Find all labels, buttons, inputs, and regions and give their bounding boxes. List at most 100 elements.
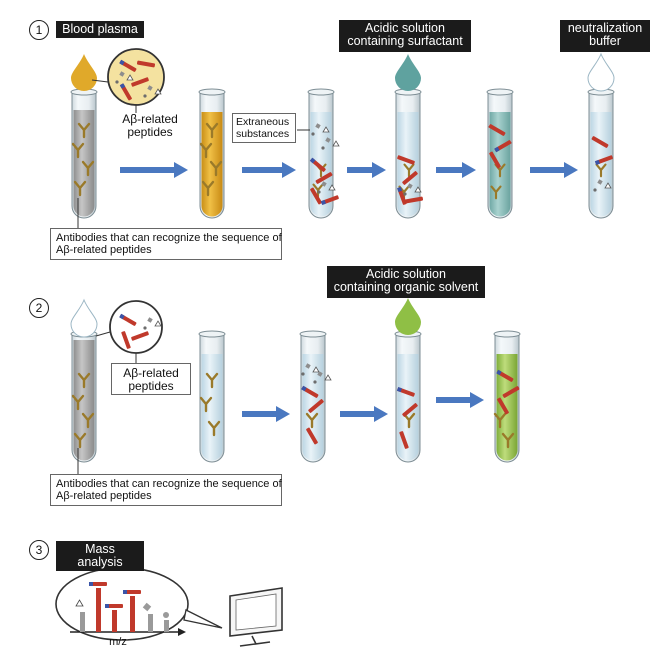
zoom-circle — [109, 300, 163, 354]
step1-title: Blood plasma — [56, 21, 144, 38]
process-arrow — [242, 162, 296, 178]
antibody — [73, 180, 87, 197]
spectrum-peak — [164, 620, 169, 632]
peptide — [399, 431, 409, 449]
arrow-shaft — [436, 167, 464, 173]
antibody — [71, 142, 85, 159]
antibody — [305, 412, 319, 429]
zoom-leader-2 — [95, 331, 111, 337]
process-arrow — [436, 162, 476, 178]
peptide-rod — [321, 195, 339, 205]
debris-square — [119, 71, 125, 77]
debris-triangle — [328, 184, 336, 191]
tubes-layer — [70, 88, 615, 463]
row1-tube-6 — [587, 88, 615, 219]
antibody-shape — [201, 180, 215, 197]
process-arrow — [242, 406, 290, 422]
antibody-shape — [209, 160, 223, 177]
debris-square — [597, 179, 603, 185]
plasma-drop — [71, 54, 97, 91]
peptide — [131, 331, 149, 341]
peptide — [488, 124, 506, 136]
peptide-rod — [308, 399, 324, 413]
monitor-stand — [239, 635, 271, 647]
tube-rim — [486, 88, 514, 96]
peptide-rod — [402, 403, 418, 417]
antibody — [403, 163, 415, 178]
antibody-shape — [595, 163, 607, 178]
spectrum-debris — [142, 602, 152, 612]
peptide — [397, 155, 415, 165]
peptide — [404, 196, 424, 204]
peptide — [309, 157, 326, 172]
arrow-head — [564, 162, 578, 178]
spectrum-peak — [130, 596, 135, 632]
peptide-rod — [397, 187, 407, 205]
arrow-head — [470, 392, 484, 408]
peptide — [89, 582, 107, 586]
peptide — [502, 386, 520, 398]
arrow-head — [374, 406, 388, 422]
peptide — [402, 171, 418, 185]
antibody-shape — [73, 432, 87, 449]
acidic-organic-solvent-label: Acidic solution containing organic solve… — [327, 266, 485, 298]
arrow-shaft — [340, 411, 376, 417]
peptide — [310, 187, 322, 205]
peptide-rod — [136, 60, 156, 68]
buffer-drop-2 — [70, 298, 98, 338]
spectrum-peak — [96, 588, 101, 632]
arrow-shaft — [120, 167, 176, 173]
antibody-shape — [199, 396, 213, 413]
step3-title: Mass analysis — [56, 541, 144, 571]
antibody — [501, 432, 515, 449]
peptide-rod — [402, 171, 418, 185]
arrow-shaft — [436, 397, 472, 403]
antibody — [199, 396, 213, 413]
peptide-tag — [105, 604, 109, 608]
bubble-tail — [183, 609, 223, 629]
arrow-shaft — [242, 167, 284, 173]
debris-triangle — [332, 140, 340, 147]
spectrum-peak — [148, 614, 153, 632]
zoom-leader — [91, 79, 109, 83]
debris-square — [315, 123, 321, 129]
mass-spectrum — [55, 567, 283, 647]
peptide — [301, 385, 319, 398]
antibody — [205, 122, 219, 139]
arrow-head — [372, 162, 386, 178]
antibody — [81, 412, 95, 429]
antibody-shape — [403, 163, 415, 178]
process-arrow — [347, 162, 386, 178]
debris-dot — [311, 132, 315, 136]
step1-peptides-label: Aβ-related peptides — [122, 112, 178, 139]
mz-axis-label: m/z — [109, 636, 127, 648]
peptide-tag — [594, 159, 600, 165]
peptide-rod — [399, 431, 409, 449]
tube-rim — [299, 330, 327, 338]
debris-dot — [593, 188, 597, 192]
antibody-shape — [493, 412, 507, 429]
antibody-shape — [199, 142, 213, 159]
row1-tube-1 — [70, 88, 98, 219]
peptide-tag — [494, 146, 500, 153]
step3-number: 3 — [29, 540, 49, 560]
peptide-tag — [119, 59, 125, 66]
debris-dot — [143, 326, 147, 330]
antibody — [490, 185, 502, 200]
peptide-rod — [397, 387, 415, 397]
peptide-rod — [489, 151, 501, 169]
peptide — [119, 313, 137, 326]
peptide — [497, 397, 509, 415]
neutralization-buffer-label: neutralization buffer — [560, 20, 650, 52]
debris-triangle — [126, 74, 134, 81]
tube-rim — [307, 88, 335, 96]
peptide-tag — [119, 313, 125, 320]
tube-liquid — [310, 112, 332, 217]
peptide — [320, 195, 339, 205]
buffer-drop — [587, 52, 615, 92]
debris-square — [317, 371, 323, 377]
process-arrow — [530, 162, 578, 178]
peptide-rod — [306, 427, 318, 445]
